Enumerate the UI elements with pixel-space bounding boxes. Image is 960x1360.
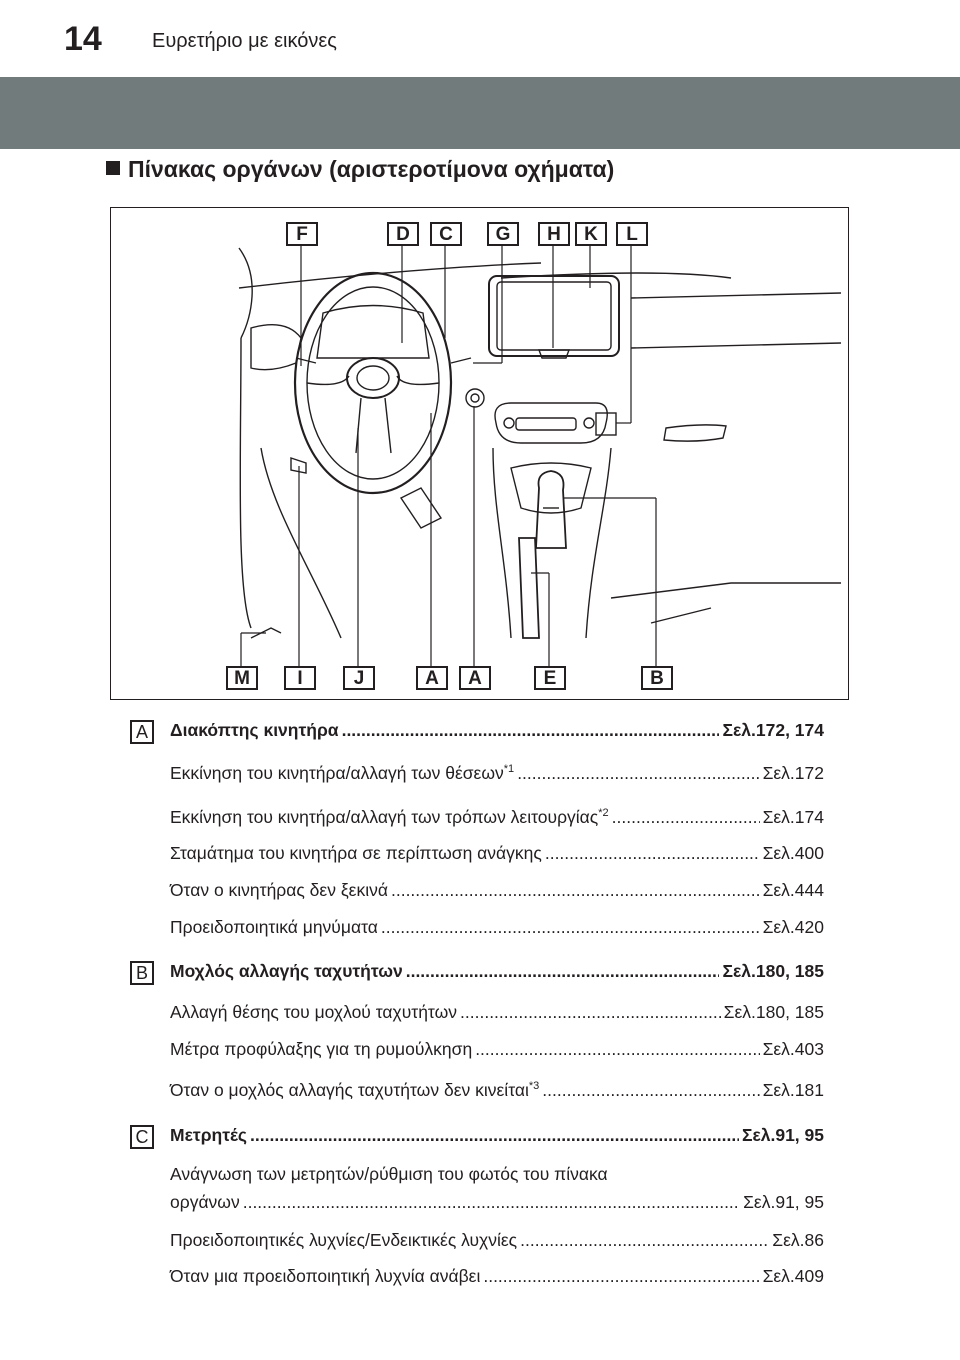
callout-e: E [534,666,566,690]
page-ref[interactable]: Σελ.174 [762,807,824,827]
dashboard-illustration: F D C G H K L M I J A A E B [110,207,849,700]
callout-m: M [226,666,258,690]
entry-item-row: Προειδοποιητικές λυχνίες/Ενδεικτικές λυχ… [170,1230,824,1251]
callout-d: D [387,222,419,246]
page-ref[interactable]: Σελ.403 [762,1039,824,1059]
entry-item-row: Εκκίνηση του κινητήρα/αλλαγή των θέσεων*… [170,763,824,784]
header-title: Ευρετήριο με εικόνες [152,30,337,52]
page-ref[interactable]: Σελ.181 [762,1080,824,1100]
page-ref[interactable]: Σελ.180, 185 [723,1002,824,1022]
entry-title-row: Διακόπτης κινητήραΣελ.172, 174 [170,720,824,741]
entry-item-row: Αλλαγή θέσης του μοχλού ταχυτήτωνΣελ.180… [170,1002,824,1023]
page-ref[interactable]: Σελ.444 [762,880,824,900]
callout-k: K [575,222,607,246]
page-ref[interactable]: Σελ.91, 95 [743,1192,824,1212]
callout-b: B [641,666,673,690]
page-ref[interactable]: Σελ.172, 174 [722,720,824,740]
entry-letter: A [130,720,154,744]
entry-item-row: Προειδοποιητικά μηνύματαΣελ.420 [170,917,824,938]
entry-title-row: ΜετρητέςΣελ.91, 95 [170,1125,824,1146]
callout-h: H [538,222,570,246]
page-ref[interactable]: Σελ.172 [762,763,824,783]
callout-a1: A [416,666,448,690]
entry-item-row: Όταν ο μοχλός αλλαγής ταχυτήτων δεν κινε… [170,1080,824,1101]
page-ref[interactable]: Σελ.180, 185 [722,961,824,981]
entry-item-line: Ανάγνωση των μετρητών/ρύθμιση του φωτός … [170,1164,608,1184]
dashboard-drawing [238,244,842,678]
entry-letter: B [130,961,154,985]
section-title: Πίνακας οργάνων (αριστεροτίμονα οχήματα) [106,156,614,183]
entry-item-row: Σταμάτημα του κινητήρα σε περίπτωση ανάγ… [170,843,824,864]
page-ref[interactable]: Σελ.420 [762,917,824,937]
page-header: 14 Ευρετήριο με εικόνες [0,0,960,64]
entry-item-row: Όταν μια προειδοποιητική λυχνία ανάβειΣε… [170,1266,824,1287]
entry-item-row: οργάνωνΣελ.91, 95 [170,1192,824,1213]
callout-j: J [343,666,375,690]
callout-c: C [430,222,462,246]
callout-i: I [284,666,316,690]
entry-item-row: Μέτρα προφύλαξης για τη ρυμούλκησηΣελ.40… [170,1039,824,1060]
callout-f: F [286,222,318,246]
entry-item-row: Εκκίνηση του κινητήρα/αλλαγή των τρόπων … [170,807,824,828]
callout-g: G [487,222,519,246]
callout-a2: A [459,666,491,690]
entry-item-row: Όταν ο κινητήρας δεν ξεκινάΣελ.444 [170,880,824,901]
header-band [0,77,960,149]
entry-letter: C [130,1125,154,1149]
page-ref[interactable]: Σελ.86 [772,1230,824,1250]
entry-title-row: Μοχλός αλλαγής ταχυτήτωνΣελ.180, 185 [170,961,824,982]
square-bullet-icon [106,161,120,175]
callout-l: L [616,222,648,246]
page-ref[interactable]: Σελ.400 [762,843,824,863]
page-ref[interactable]: Σελ.91, 95 [741,1125,824,1145]
page-number: 14 [64,20,102,58]
page-ref[interactable]: Σελ.409 [762,1266,824,1286]
